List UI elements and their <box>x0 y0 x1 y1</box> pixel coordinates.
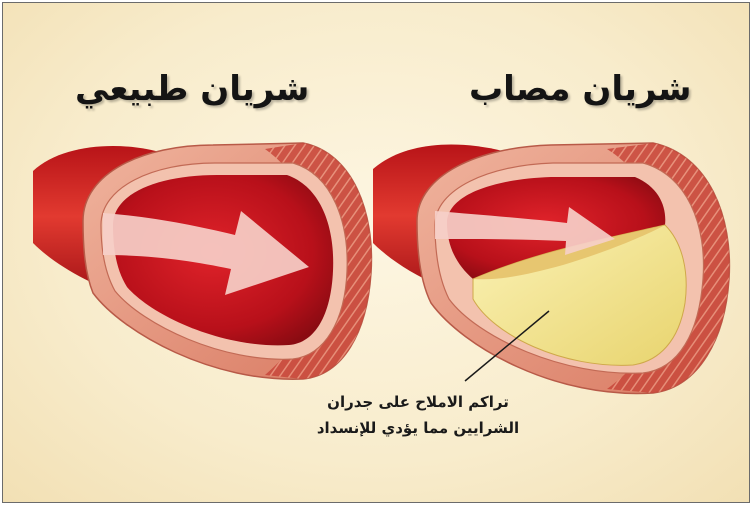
annotation-line-1: تراكم الاملاح على جدران <box>293 389 543 415</box>
normal-artery <box>33 143 371 379</box>
plaque-annotation: تراكم الاملاح على جدران الشرايين مما يؤد… <box>293 389 543 441</box>
diseased-artery-title: شريان مصاب <box>469 69 691 110</box>
normal-artery-title: شريان طبيعي <box>75 69 309 110</box>
annotation-line-2: الشرايين مما يؤدي للإنسداد <box>293 415 543 441</box>
diseased-artery <box>373 143 729 393</box>
